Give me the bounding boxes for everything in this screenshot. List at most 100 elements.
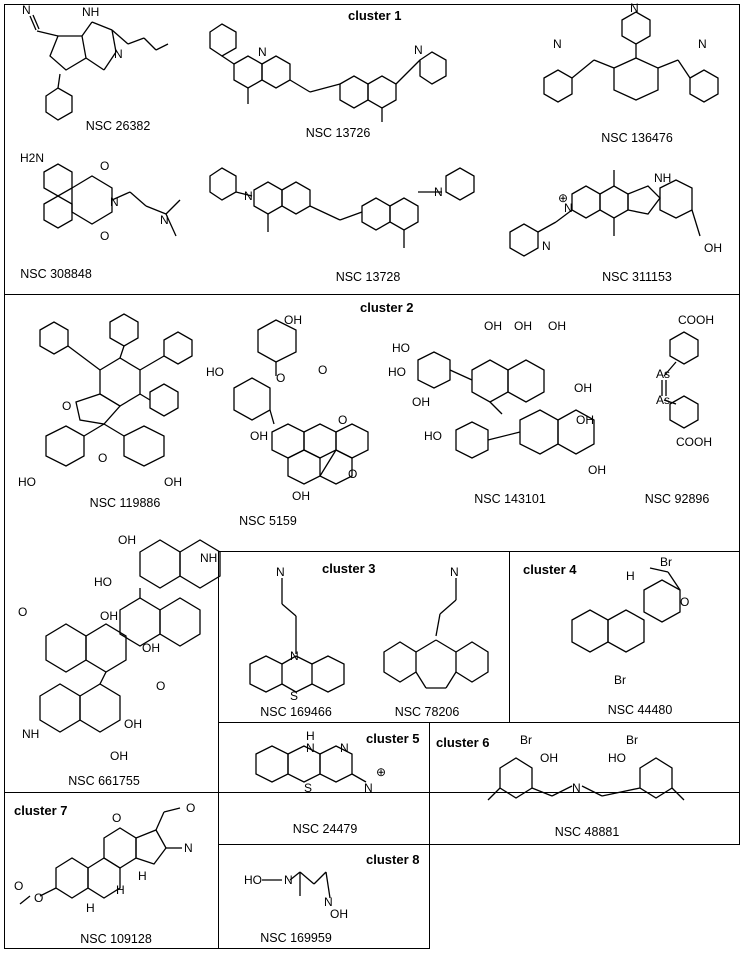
atom-label: N [434,185,443,199]
atom-label: O [680,595,689,609]
cluster-8-panel [218,844,430,949]
atom-label: N [698,37,707,51]
atom-label: ⊕ [558,191,568,205]
atom-label: N [450,565,459,579]
atom-label: OH [142,641,160,655]
cluster-8-title: cluster 8 [366,852,420,867]
atom-label: OH [330,907,348,921]
compound-label-nsc-311153: NSC 311153 [602,270,672,284]
compound-label-nsc-13726: NSC 13726 [305,126,371,140]
compound-label-nsc-136476: NSC 136476 [601,131,673,145]
compound-label-nsc-44480: NSC 44480 [607,703,673,717]
cluster-7-title: cluster 7 [14,803,68,818]
atom-label: COOH [678,313,714,327]
cluster-1-title: cluster 1 [348,8,402,23]
compound-label-nsc-26382: NSC 26382 [85,119,151,133]
atom-label: NH [82,5,99,19]
atom-label: OH [250,429,268,443]
atom-label: OH [118,533,136,547]
compound-label-nsc-78206: NSC 78206 [394,705,460,719]
atom-label: HO [18,475,36,489]
atom-label: O [112,811,121,825]
atom-label: S [290,689,298,703]
atom-label: O [318,363,327,377]
atom-label: H [116,883,125,897]
atom-label: HO [244,873,262,887]
atom-label: NH [22,727,39,741]
cluster-5-title: cluster 5 [366,731,420,746]
compound-label-nsc-5159: NSC 5159 [239,514,297,528]
atom-label: Br [614,673,626,687]
atom-label: Br [660,555,672,569]
atom-label: OH [292,489,310,503]
atom-label: O [338,413,347,427]
atom-label: HO [608,751,626,765]
cluster-3-title: cluster 3 [322,561,376,576]
atom-label: N [542,239,551,253]
compound-label-nsc-24479: NSC 24479 [292,822,358,836]
atom-label: H [306,729,315,743]
atom-label: OH [164,475,182,489]
atom-label: OH [484,319,502,333]
compound-label-nsc-169466: NSC 169466 [260,705,332,719]
atom-label: ⊕ [376,765,386,779]
atom-label: O [18,605,27,619]
compound-label-nsc-661755: NSC 661755 [68,774,140,788]
atom-label: O [62,399,71,413]
cluster-4-title: cluster 4 [523,562,577,577]
compound-label-nsc-119886: NSC 119886 [89,496,161,510]
atom-label: O [34,891,43,905]
cluster-2-panel [4,294,740,793]
atom-label: O [100,229,109,243]
atom-label: N [324,895,333,909]
compound-label-nsc-143101: NSC 143101 [474,492,546,506]
atom-label: OH [540,751,558,765]
atom-label: NH [654,171,671,185]
atom-label: O [98,451,107,465]
atom-label: Br [626,733,638,747]
atom-label: N [276,565,285,579]
compound-label-nsc-92896: NSC 92896 [644,492,710,506]
cluster-6-panel [429,722,740,845]
atom-label: N [184,841,193,855]
atom-label: O [100,159,109,173]
cluster-2-title: cluster 2 [360,300,414,315]
atom-label: N [630,1,639,15]
atom-label: N [290,649,299,663]
atom-label: N [564,201,573,215]
atom-label: As [656,393,670,407]
compound-label-nsc-109128: NSC 109128 [80,932,152,946]
atom-label: N [284,873,293,887]
atom-label: NH [200,551,217,565]
atom-label: H [138,869,147,883]
atom-label: N [553,37,562,51]
atom-label: H [86,901,95,915]
atom-label: OH [110,749,128,763]
atom-label: N [110,195,119,209]
atom-label: N [306,741,315,755]
atom-label: OH [704,241,722,255]
atom-label: N [244,189,253,203]
atom-label: OH [412,395,430,409]
atom-label: O [156,679,165,693]
atom-label: N [572,781,581,795]
atom-label: H2N [20,151,44,165]
cluster-6-title: cluster 6 [436,735,490,750]
atom-label: OH [284,313,302,327]
atom-label: N [364,781,373,795]
atom-label: HO [424,429,442,443]
